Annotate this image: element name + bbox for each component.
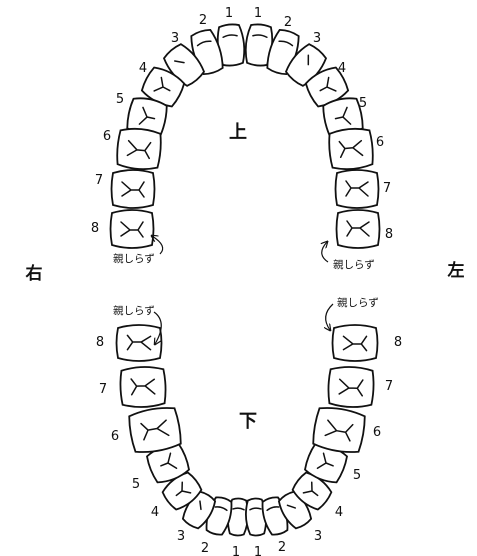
tooth-outline-icon	[112, 170, 155, 208]
upper-right-number-6: 6	[103, 129, 111, 144]
upper-left-number-1: 1	[254, 6, 262, 21]
upper-right-number-3: 3	[171, 31, 179, 46]
lower-left-tooth-8	[333, 325, 378, 361]
wisdom-label-upper-right: 親しらず	[113, 252, 155, 265]
upper-left-number-3: 3	[313, 31, 321, 46]
wisdom-label-lower-right: 親しらず	[113, 304, 155, 317]
lower-left-number-3: 3	[314, 529, 322, 544]
lower-right-number-6: 6	[111, 429, 119, 444]
lower-left-number-2: 2	[278, 540, 286, 555]
arrow-upper-left	[322, 242, 328, 262]
upper-jaw-label: 上	[229, 122, 247, 143]
arrow-lower-left	[326, 304, 333, 330]
upper-left-tooth-8	[337, 210, 380, 248]
lower-right-number-2: 2	[201, 541, 209, 556]
lower-right-number-7: 7	[99, 382, 107, 397]
tooth-outline-icon	[111, 210, 154, 248]
right-side-label: 右	[26, 263, 43, 284]
lower-right-number-4: 4	[151, 505, 159, 520]
lower-left-number-8: 8	[394, 335, 402, 350]
upper-left-number-2: 2	[284, 15, 292, 30]
lower-jaw-label: 下	[239, 411, 257, 432]
lower-right-number-3: 3	[177, 529, 185, 544]
lower-right-number-8: 8	[96, 335, 104, 350]
upper-left-number-8: 8	[385, 227, 393, 242]
tooth-outline-icon	[120, 366, 166, 408]
upper-right-number-5: 5	[116, 92, 124, 107]
upper-right-number-1: 1	[225, 6, 233, 21]
upper-right-number-8: 8	[91, 221, 99, 236]
tooth-outline-icon	[333, 325, 378, 361]
lower-right-number-5: 5	[132, 477, 140, 492]
lower-right-number-1: 1	[232, 545, 240, 556]
lower-right-tooth-8	[117, 325, 162, 361]
tooth-outline-icon	[328, 127, 374, 171]
lower-left-number-1: 1	[254, 545, 262, 556]
lower-left-number-4: 4	[335, 505, 343, 520]
upper-right-number-4: 4	[139, 61, 147, 76]
tooth-outline-icon	[116, 127, 162, 171]
lower-left-number-6: 6	[373, 425, 381, 440]
tooth-outline-icon	[117, 325, 162, 361]
upper-right-tooth-6	[116, 127, 162, 171]
upper-right-tooth-8	[111, 210, 154, 248]
wisdom-label-upper-left: 親しらず	[333, 258, 375, 271]
upper-left-number-7: 7	[383, 181, 391, 196]
lower-left-tooth-7	[328, 366, 374, 408]
upper-right-number-7: 7	[95, 173, 103, 188]
upper-left-tooth-6	[328, 127, 374, 171]
upper-left-number-4: 4	[338, 61, 346, 76]
lower-right-tooth-7	[120, 366, 166, 408]
upper-left-tooth-7	[336, 170, 379, 208]
upper-right-number-2: 2	[199, 13, 207, 28]
upper-right-tooth-7	[112, 170, 155, 208]
tooth-outline-icon	[328, 366, 374, 408]
wisdom-label-lower-left: 親しらず	[337, 296, 379, 309]
tooth-outline-icon	[336, 170, 379, 208]
lower-left-number-5: 5	[353, 468, 361, 483]
lower-left-number-7: 7	[385, 379, 393, 394]
upper-left-number-6: 6	[376, 135, 384, 150]
tooth-outline-icon	[337, 210, 380, 248]
upper-left-number-5: 5	[359, 96, 367, 111]
left-side-label: 左	[448, 260, 465, 281]
